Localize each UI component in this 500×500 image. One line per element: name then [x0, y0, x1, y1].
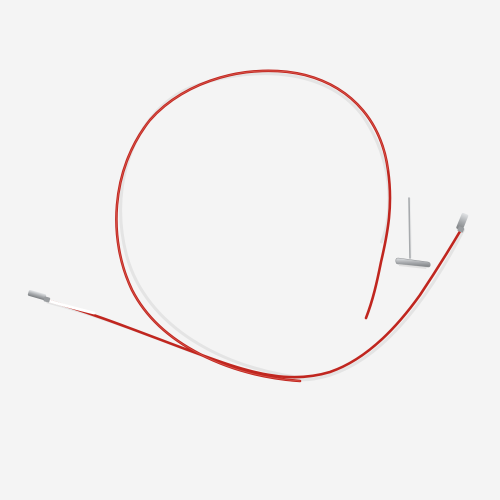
- metal-connector-right-icon: [456, 212, 469, 233]
- red-cable: [44, 226, 464, 379]
- cable-highlight: [116, 70, 389, 382]
- red-cable-loop: [115, 69, 392, 383]
- cable-shadow: [46, 72, 465, 382]
- cable-white-segment: [44, 298, 96, 315]
- metal-connector-left-icon: [27, 289, 51, 303]
- t-key-pin-icon: [395, 197, 431, 269]
